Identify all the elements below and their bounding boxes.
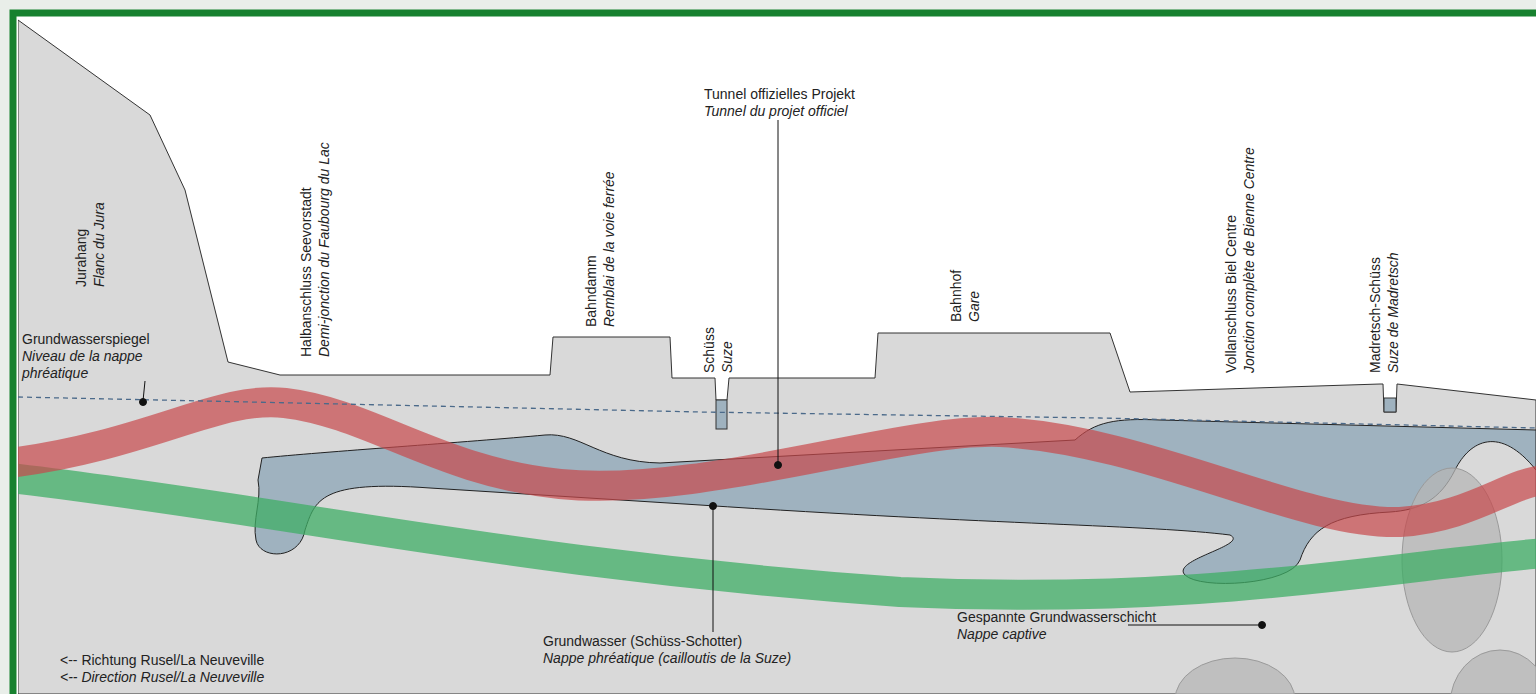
slope-label: Jurahang — [73, 229, 90, 287]
station-label: Gare — [966, 291, 983, 322]
embankment-label: Remblai de la voie ferrée — [601, 171, 618, 327]
station-label: Bahnhof — [948, 270, 965, 322]
water-table-label: Grundwasserspiegel — [22, 331, 150, 348]
river-label: Suze de Madretsch — [1385, 252, 1402, 373]
groundwater-label: Nappe phréatique (cailloutis de la Suze) — [543, 650, 791, 667]
water-table-label: Niveau de la nappe phréatique — [22, 348, 172, 382]
water-table — [18, 397, 1536, 428]
river-label: Madretsch-Schüss — [1367, 257, 1384, 373]
confined-aquifer — [1450, 650, 1536, 694]
slope-label: Flanc du Jura — [91, 202, 108, 287]
leader-lines — [140, 120, 1266, 632]
groundwater-label: Grundwasser (Schüss-Schotter) — [543, 633, 742, 650]
tunnel-label: Tunnel du projet officiel — [704, 103, 848, 120]
river-label: Suze — [719, 341, 736, 373]
river-label: Schüss — [701, 327, 718, 373]
junction-label: Demi-jonction du Faubourg du Lac — [316, 142, 333, 357]
tunnel-band — [18, 402, 1536, 522]
confined-aquifer-label: Gespannte Grundwasserschicht — [957, 609, 1156, 626]
embankment-label: Bahndamm — [583, 255, 600, 327]
direction-note: <-- Direction Rusel/La Neuveville — [60, 669, 264, 686]
tunnel-label: Tunnel offizielles Projekt — [704, 86, 855, 103]
direction-note: <-- Richtung Rusel/La Neuveville — [60, 652, 264, 669]
river-channel — [1384, 398, 1396, 412]
junction-label: Halbanschluss Seevorstadt — [298, 187, 315, 357]
confined-aquifer-label: Nappe captive — [957, 626, 1047, 643]
junction-label: Jonction complète de Bienne Centre — [1241, 147, 1258, 373]
junction-label: Vollanschluss Biel Centre — [1223, 215, 1240, 373]
confined-aquifer — [1175, 658, 1295, 694]
river-channel — [716, 400, 727, 429]
